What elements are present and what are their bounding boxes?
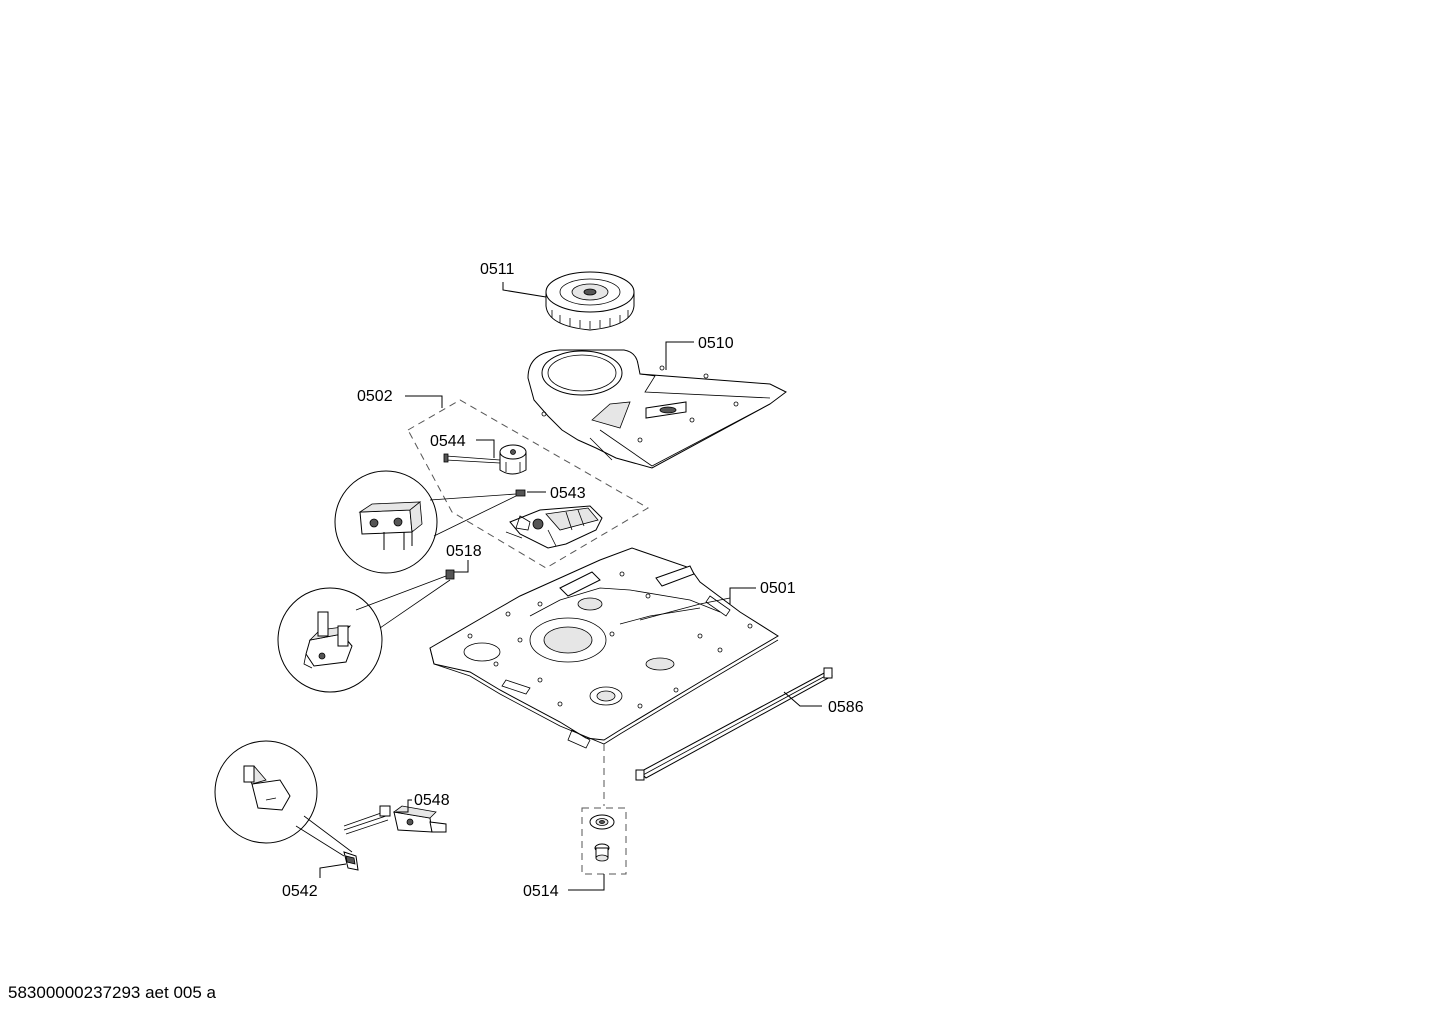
rail-0586[interactable] xyxy=(635,667,833,781)
detail-circle-0518 xyxy=(277,575,451,693)
assembly-group-0502 xyxy=(407,399,649,569)
microswitch-0542[interactable] xyxy=(343,851,359,871)
fitting-0514[interactable] xyxy=(594,843,610,862)
motor-bracket[interactable] xyxy=(505,505,603,549)
seal-ring-0514[interactable] xyxy=(589,814,615,830)
label-0514: 0514 xyxy=(523,883,559,900)
label-0501: 0501 xyxy=(760,580,796,597)
detail-circle-0543 xyxy=(334,470,517,574)
label-0510: 0510 xyxy=(698,335,734,352)
label-0542: 0542 xyxy=(282,883,318,900)
label-0518: 0518 xyxy=(446,543,482,560)
label-0548: 0548 xyxy=(414,792,450,809)
base-frame-0501[interactable] xyxy=(429,547,779,749)
label-0511: 0511 xyxy=(480,261,515,278)
detail-circle-0542 xyxy=(214,740,353,857)
fan-housing-0510[interactable] xyxy=(527,349,787,469)
thermostat-0518[interactable] xyxy=(445,569,455,580)
document-code: 58300000237293 aet 005 a xyxy=(8,983,217,1002)
label-0544: 0544 xyxy=(430,433,466,450)
switch-0543[interactable] xyxy=(515,489,526,497)
label-0586: 0586 xyxy=(828,699,864,716)
door-switch-0548[interactable] xyxy=(343,805,447,835)
label-0502: 0502 xyxy=(357,388,393,405)
label-0543: 0543 xyxy=(550,485,586,502)
motor-0544[interactable] xyxy=(443,444,527,475)
fan-wheel-0511[interactable] xyxy=(545,271,635,331)
